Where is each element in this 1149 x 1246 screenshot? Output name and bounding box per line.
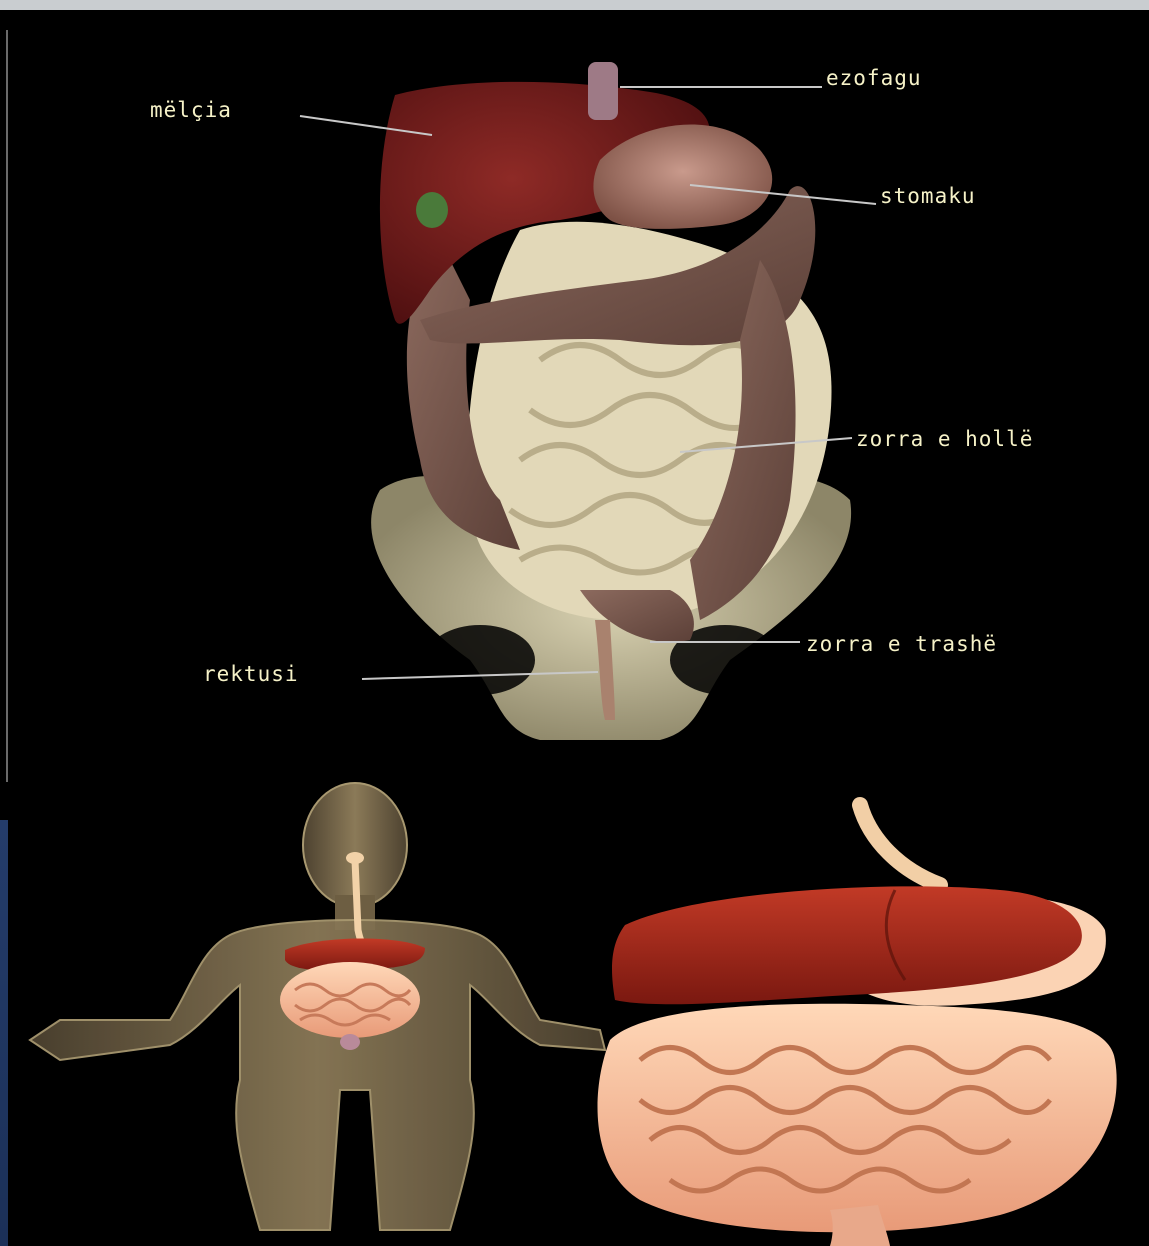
label-large-intestine: zorra e trashë	[806, 632, 997, 656]
label-small-intestine: zorra e hollë	[856, 427, 1033, 451]
gallbladder	[416, 192, 448, 228]
esophagus	[588, 62, 618, 120]
left-blue-edge	[0, 820, 8, 1246]
label-stomach: stomaku	[880, 184, 976, 208]
human-body-illustration	[30, 783, 605, 1230]
label-liver: mëlçia	[150, 98, 232, 122]
digestive-organs-closeup	[598, 805, 1117, 1246]
label-rectum: rektusi	[203, 662, 299, 686]
label-esophagus: ezofagu	[826, 66, 922, 90]
